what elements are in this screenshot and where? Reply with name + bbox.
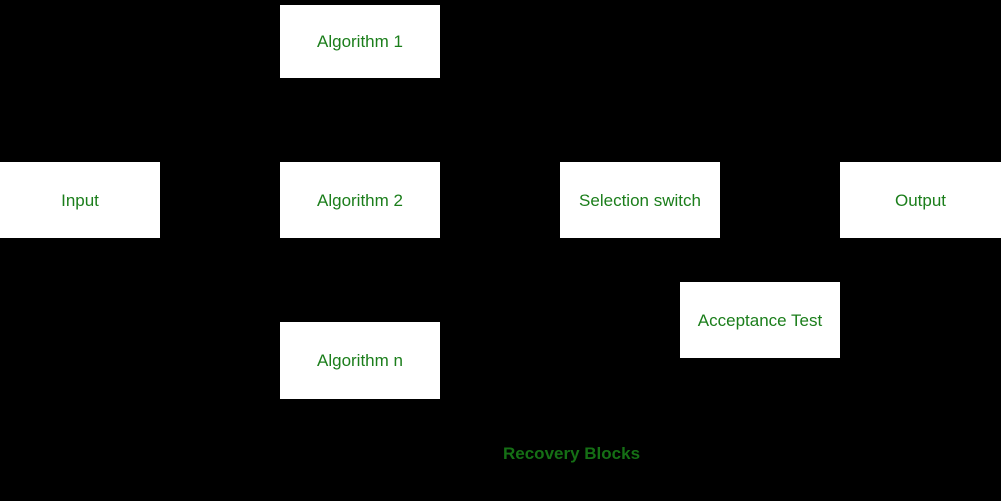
node-algorithm-2-label: Algorithm 2 [317, 190, 403, 210]
node-acceptance-test: Acceptance Test [680, 282, 840, 358]
node-selection-switch-label: Selection switch [579, 190, 701, 210]
node-algorithm-2: Algorithm 2 [280, 162, 440, 238]
node-acceptance-test-label: Acceptance Test [697, 310, 823, 330]
node-input-label: Input [61, 190, 99, 210]
diagram-caption: Recovery Blocks [503, 444, 641, 463]
node-selection-switch: Selection switch [560, 162, 720, 238]
node-algorithm-n: Algorithm n [280, 322, 440, 399]
node-algorithm-n-label: Algorithm n [317, 351, 403, 370]
node-output: Output [840, 162, 1001, 238]
node-algorithm-1: Algorithm 1 [280, 5, 440, 78]
node-input: Input [0, 162, 160, 238]
node-algorithm-1-label: Algorithm 1 [317, 32, 403, 51]
node-output-label: Output [894, 190, 947, 210]
